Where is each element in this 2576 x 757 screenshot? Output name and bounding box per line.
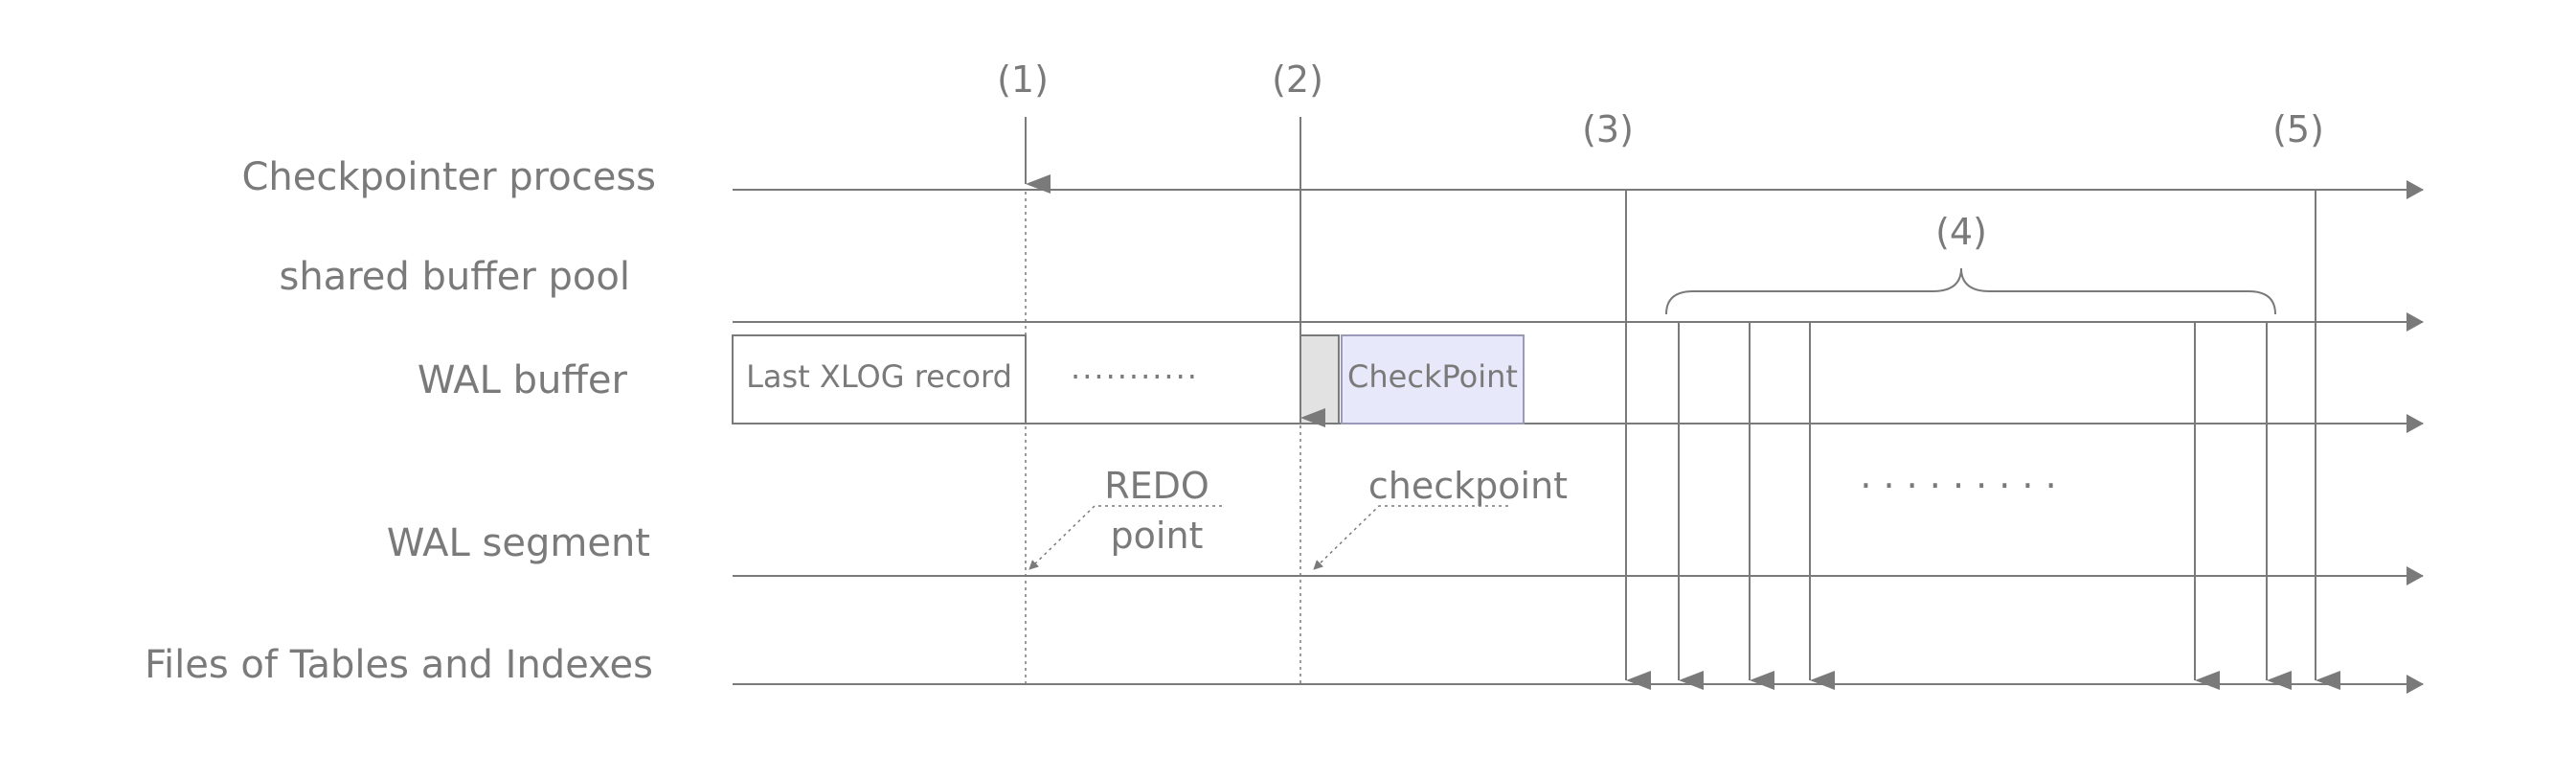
small-record-box [1299, 334, 1340, 424]
step-4-brace [1665, 267, 2276, 315]
redo-point-label-line1: REDO [1104, 465, 1209, 507]
step-marker-5: (5) [2272, 108, 2324, 150]
step-marker-3: (3) [1582, 108, 1634, 150]
row-label-files: Files of Tables and Indexes [145, 643, 653, 687]
checkpoint-record-label: CheckPoint [1347, 358, 1518, 395]
row-label-wal-buffer: WAL buffer [418, 358, 628, 402]
checkpoint-record-box [1341, 334, 1525, 424]
step-marker-1: (1) [997, 58, 1049, 101]
row-label-checkpointer: Checkpointer process [241, 155, 656, 199]
step-marker-2: (2) [1272, 58, 1323, 101]
flush-ellipsis: · · · · · · · · · [1860, 465, 2056, 507]
row-label-buffer-pool: shared buffer pool [279, 255, 630, 299]
flush-arrows [1678, 322, 2292, 690]
wal-buffer-ellipsis: ··········· [1071, 358, 1199, 395]
step-marker-4: (4) [1935, 211, 1987, 253]
checkpoint-label: checkpoint [1368, 465, 1568, 507]
checkpoint-pointer [1313, 505, 1508, 570]
redo-point-pointer [1028, 505, 1222, 570]
last-xlog-record-box [732, 334, 1027, 424]
last-xlog-record-label: Last XLOG record [746, 358, 1012, 395]
row-label-wal-segment: WAL segment [387, 521, 650, 565]
redo-point-label-line2: point [1111, 515, 1204, 557]
